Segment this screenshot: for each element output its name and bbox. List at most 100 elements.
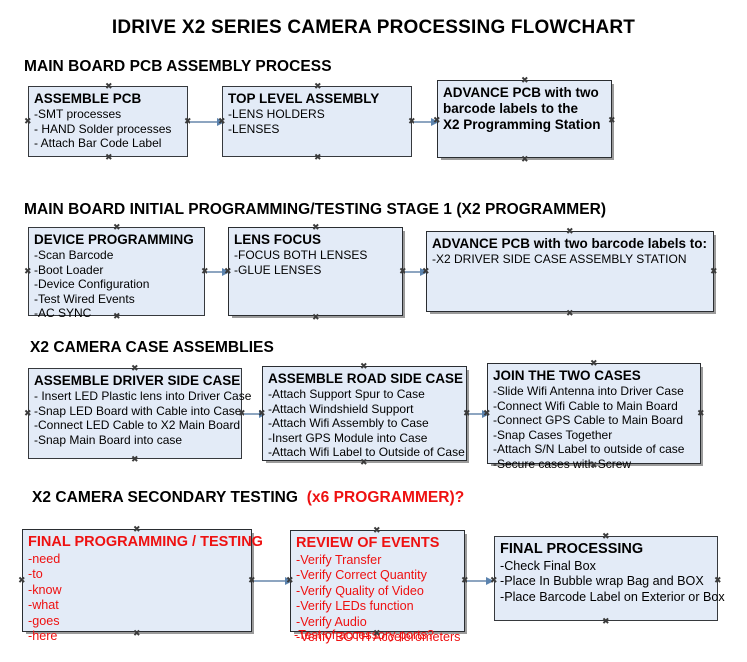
flow-box-line: -Attach Wifi Label to Outside of Case <box>268 445 465 460</box>
connection-handle-icon: ✖ <box>373 525 381 535</box>
flow-box-top-level-assembly[interactable]: TOP LEVEL ASSEMBLY -LENS HOLDERS -LENSES <box>222 86 412 157</box>
connection-handle-icon: ✖ <box>602 531 610 541</box>
connection-handle-icon: ✖ <box>314 81 322 91</box>
flow-box-line: -what <box>28 598 59 613</box>
connection-handle-icon: ✖ <box>710 266 718 276</box>
flow-box-advance-pcb-to-driver-side-case-assembly[interactable]: ADVANCE PCB with two barcode labels to: … <box>426 231 714 312</box>
flow-box-line: -here <box>28 629 58 644</box>
flow-box-line: -Test Wired Events <box>34 291 135 306</box>
connection-handle-icon: ✖ <box>105 81 113 91</box>
connection-handle-icon: ✖ <box>408 116 416 126</box>
section-title-main-board-initial-programming-testing-stage-1: MAIN BOARD INITIAL PROGRAMMING/TESTING S… <box>24 201 607 218</box>
flow-box-line: -LENSES <box>228 121 280 136</box>
arrow-head-icon <box>217 118 225 126</box>
flow-box-header: ASSEMBLE ROAD SIDE CASE <box>268 371 464 386</box>
section-title-accent: (x6 PROGRAMMER)? <box>306 489 465 506</box>
flow-box-line: -Insert GPS Module into Case <box>268 430 428 445</box>
flow-box-line: barcode labels to the <box>443 101 579 116</box>
connection-handle-icon: ✖ <box>373 628 381 638</box>
section-title-x2-camera-case-assemblies: X2 CAMERA CASE ASSEMBLIES <box>30 339 274 356</box>
connection-handle-icon: ✖ <box>113 222 121 232</box>
connection-handle-icon: ✖ <box>184 116 192 126</box>
connector-arrow <box>469 410 490 418</box>
flow-box-line: -LENS HOLDERS <box>228 107 325 121</box>
flow-box-line: -Connect LED Cable to X2 Main Board <box>34 418 241 433</box>
connection-handle-icon: ✖ <box>286 575 294 585</box>
connection-handle-icon: ✖ <box>697 408 705 418</box>
arrow-head-icon <box>420 268 428 276</box>
flow-box-final-programming-testing[interactable]: FINAL PROGRAMMING / TESTING -need -to -k… <box>22 529 263 643</box>
connection-handle-icon: ✖ <box>608 115 616 125</box>
flow-box-line: -SMT processes <box>34 107 122 121</box>
section-title-x2-camera-secondary-testing: X2 CAMERA SECONDARY TESTING (x6 PROGRAMM… <box>32 489 464 507</box>
connection-handle-icon: ✖ <box>113 311 121 321</box>
flow-box-line: - Attach Bar Code Label <box>34 136 162 151</box>
flow-box-line: -Place Barcode Label on Exterior or Box <box>500 589 725 604</box>
connection-handle-icon: ✖ <box>714 575 722 585</box>
connection-handle-icon: ✖ <box>218 116 226 126</box>
connection-handle-icon: ✖ <box>131 363 139 373</box>
flow-box-device-programming[interactable]: DEVICE PROGRAMMING -Scan Barcode -Boot L… <box>28 227 205 320</box>
connector-arrow <box>190 118 225 126</box>
connection-handle-icon: ✖ <box>483 408 491 418</box>
connection-handle-icon: ✖ <box>433 115 441 125</box>
flow-box-line: -X2 DRIVER SIDE CASE ASSEMBLY STATION <box>432 252 687 266</box>
flow-box-line: -to <box>28 567 43 582</box>
flow-box-line: -Attach Support Spur to Case <box>268 387 425 401</box>
connector-arrow <box>414 118 439 126</box>
connection-handle-icon: ✖ <box>105 152 113 162</box>
flow-box-line: -AC SYNC <box>34 306 92 321</box>
connection-handle-icon: ✖ <box>201 266 209 276</box>
flow-box-line: -Place In Bubble wrap Bag and BOX <box>500 574 704 589</box>
connection-handle-icon: ✖ <box>24 408 32 418</box>
flow-box-line: -Attach Wifi Assembly to Case <box>268 416 429 431</box>
connection-handle-icon: ✖ <box>312 222 320 232</box>
connection-handle-icon: ✖ <box>24 116 32 126</box>
flow-box-line: -Check Final Box <box>500 559 596 573</box>
flow-box-line: -need <box>28 552 61 566</box>
flow-box-line: -Snap Cases Together <box>493 427 613 442</box>
flow-box-assemble-driver-side-case[interactable]: ASSEMBLE DRIVER SIDE CASE - Insert LED P… <box>28 368 252 459</box>
flow-box-assemble-pcb[interactable]: ASSEMBLE PCB -SMT processes - HAND Solde… <box>28 86 188 157</box>
connection-handle-icon: ✖ <box>521 154 529 164</box>
flow-box-line: -Slide Wifi Antenna into Driver Case <box>493 384 684 398</box>
flow-box-line: -FOCUS BOTH LENSES <box>234 248 368 262</box>
flow-box-line: -Snap LED Board with Cable into Case <box>34 403 242 418</box>
flow-box-line: -Verify Quality of Video <box>296 583 424 598</box>
arrow-head-icon <box>486 577 494 585</box>
flow-box-line: -Connect GPS Cable to Main Board <box>493 413 684 428</box>
connection-handle-icon: ✖ <box>461 575 469 585</box>
flow-box-line: -Attach S/N Label to outside of case <box>493 442 685 457</box>
flow-box-header: FINAL PROGRAMMING / TESTING <box>28 534 263 550</box>
connection-handle-icon: ✖ <box>399 266 407 276</box>
page-title: IDRIVE X2 SERIES CAMERA PROCESSING FLOWC… <box>111 17 636 38</box>
flow-box-assemble-road-side-case[interactable]: ASSEMBLE ROAD SIDE CASE -Attach Support … <box>262 366 467 461</box>
flow-box-line: -Secure cases with Screw <box>493 456 632 471</box>
flow-box-line: -Verify Audio <box>296 614 367 629</box>
flow-box-header: REVIEW OF EVENTS <box>296 535 440 551</box>
flow-box-line: -Verify BOTH Accelerometers <box>296 630 461 645</box>
flow-box-line: -Verify LEDs function <box>296 599 414 614</box>
flow-box-line: -goes <box>28 613 60 628</box>
connection-handle-icon: ✖ <box>422 266 430 276</box>
flow-box-line: -Verify Transfer <box>296 553 382 567</box>
flow-box-lens-focus[interactable]: LENS FOCUS -FOCUS BOTH LENSES -GLUE LENS… <box>228 227 403 316</box>
connection-handle-icon: ✖ <box>590 358 598 368</box>
arrow-head-icon <box>222 268 230 276</box>
flow-box-header: DEVICE PROGRAMMING <box>34 232 194 247</box>
flow-box-line: - Insert LED Plastic lens into Driver Ca… <box>34 389 252 403</box>
flow-box-review-of-events[interactable]: REVIEW OF EVENTS -Verify Transfer -Verif… <box>290 530 465 644</box>
connector-arrow <box>467 577 494 585</box>
connector-arrow <box>207 268 230 276</box>
connector-arrow <box>254 577 293 585</box>
flow-box-final-processing[interactable]: FINAL PROCESSING -Check Final Box -Place… <box>494 536 725 621</box>
flow-box-line: -know <box>28 582 62 597</box>
connection-handle-icon: ✖ <box>360 361 368 371</box>
connection-handle-icon: ✖ <box>312 312 320 322</box>
connection-handle-icon: ✖ <box>314 152 322 162</box>
flow-box-line: -Connect Wifi Cable to Main Board <box>493 398 678 413</box>
flow-box-advance-pcb-to-x2-programming-station[interactable]: ADVANCE PCB with two barcode labels to t… <box>437 80 612 158</box>
arrow-head-icon <box>431 118 439 126</box>
flow-box-line: -Attach Windshield Support <box>268 401 414 416</box>
flow-box-join-the-two-cases[interactable]: JOIN THE TWO CASES -Slide Wifi Antenna i… <box>487 363 701 471</box>
